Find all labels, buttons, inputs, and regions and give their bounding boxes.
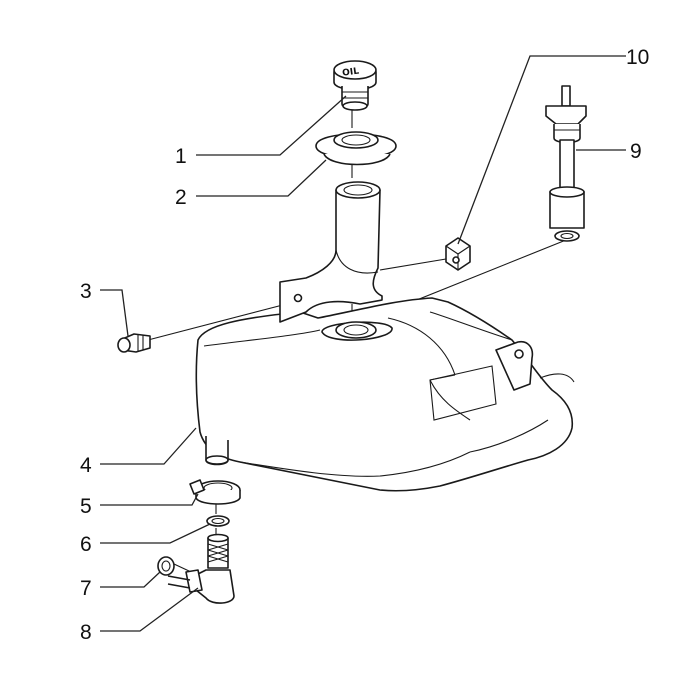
oil-filler-cap-drawing: OIL [333,60,377,111]
callout-3: 3 [80,280,92,303]
callout-1: 1 [175,145,187,168]
callout-2: 2 [175,186,187,209]
callout-6: 6 [80,533,92,556]
hose-clamp-drawing [189,479,241,505]
cage-nut-drawing [445,237,471,271]
leader-lines [100,55,626,632]
o-ring-drawing [206,515,230,527]
cap-logo-text: OIL [342,66,360,78]
callout-4: 4 [80,454,92,477]
oil-level-gauge-drawing [545,85,587,242]
fixing-screw-drawing [117,333,151,353]
oil-tank-drawing [195,181,575,492]
pipe-fitting-drawing [167,533,235,604]
callout-7: 7 [80,577,92,600]
clip-drawing [157,556,175,576]
callout-10: 10 [626,46,649,69]
callout-numbers: 1 2 3 4 5 6 7 8 9 10 [80,46,649,644]
callout-8: 8 [80,621,92,644]
filler-gasket-drawing [315,131,397,166]
callout-9: 9 [630,140,642,163]
callout-5: 5 [80,495,92,518]
